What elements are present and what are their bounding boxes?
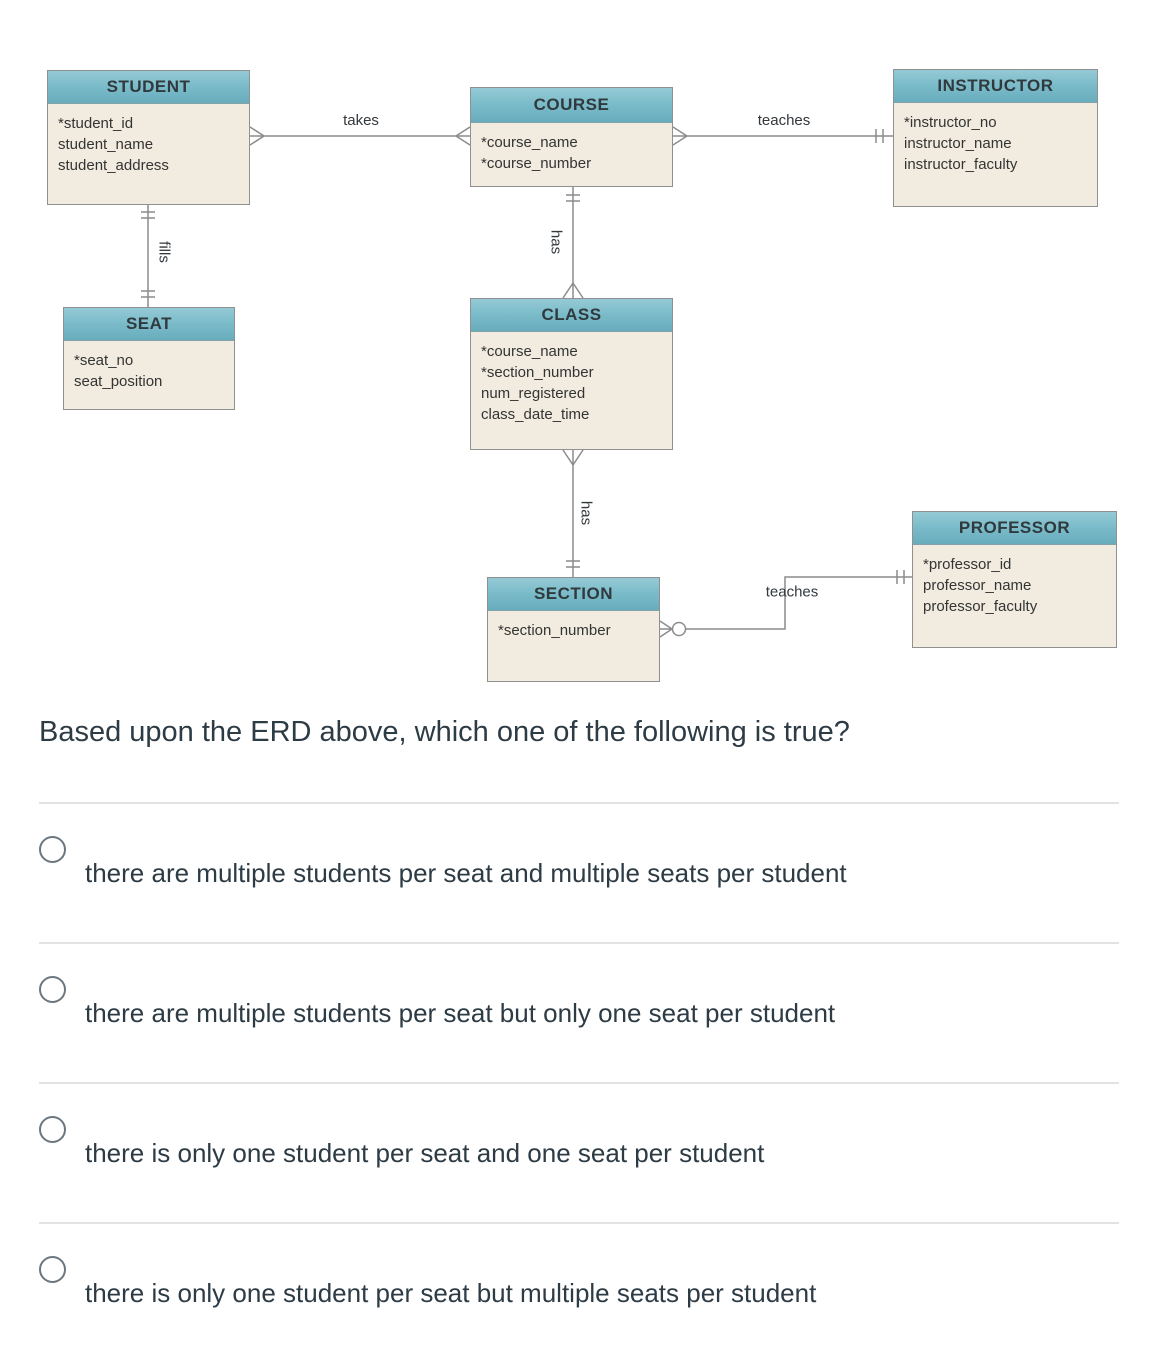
answer-option: there is only one student per seat but m… xyxy=(39,1222,1119,1362)
attribute: *section_number xyxy=(498,622,611,639)
relationship-label-teaches: teaches xyxy=(765,583,819,601)
attribute: seat_position xyxy=(74,373,163,390)
entity-course-title: COURSE xyxy=(471,88,672,123)
answer-options: there are multiple students per seat and… xyxy=(39,802,1119,1362)
entity-course: COURSE *course_name *course_number xyxy=(470,87,673,187)
answer-option-label[interactable]: there are multiple students per seat but… xyxy=(85,998,836,1028)
attribute: *instructor_no xyxy=(904,114,997,131)
radio-button[interactable] xyxy=(39,976,66,1003)
answer-option-label[interactable]: there are multiple students per seat and… xyxy=(85,858,847,888)
entity-student-title: STUDENT xyxy=(48,71,249,104)
attribute: student_name xyxy=(58,136,154,153)
radio-button[interactable] xyxy=(39,1256,66,1283)
answer-option: there are multiple students per seat and… xyxy=(39,802,1119,942)
answer-option: there is only one student per seat and o… xyxy=(39,1082,1119,1222)
question-block: Based upon the ERD above, which one of t… xyxy=(39,700,1119,1362)
attribute: class_date_time xyxy=(481,406,590,423)
attribute: *professor_id xyxy=(923,556,1012,573)
attribute: *course_name xyxy=(481,343,578,360)
relationship-student-course xyxy=(249,126,471,146)
relationship-course-instructor xyxy=(672,126,893,146)
entity-seat-title: SEAT xyxy=(64,308,234,341)
entity-section: SECTION *section_number xyxy=(487,577,660,682)
entity-class-title: CLASS xyxy=(471,299,672,332)
relationship-label-takes: takes xyxy=(343,112,379,129)
erd-connector-lines xyxy=(141,126,912,638)
radio-button[interactable] xyxy=(39,1116,66,1143)
relationship-label-teaches: teaches xyxy=(757,112,811,129)
relationship-label-has: has xyxy=(547,229,565,255)
attribute: professor_name xyxy=(923,577,1032,594)
relationship-class-section xyxy=(562,449,584,577)
answer-option-label[interactable]: there is only one student per seat but m… xyxy=(85,1278,817,1308)
radio-button[interactable] xyxy=(39,836,66,863)
erd-diagram: STUDENT *student_id student_name student… xyxy=(47,69,1117,682)
entity-seat: SEAT *seat_no seat_position xyxy=(63,307,235,410)
answer-option: there are multiple students per seat but… xyxy=(39,942,1119,1082)
attribute: instructor_name xyxy=(904,135,1012,152)
attribute: *seat_no xyxy=(74,352,134,369)
entity-instructor-title: INSTRUCTOR xyxy=(894,70,1097,103)
entity-professor: PROFESSOR *professor_id professor_name p… xyxy=(912,511,1117,648)
entity-class: CLASS *course_name *section_number num_r… xyxy=(470,298,673,450)
relationship-student-seat xyxy=(141,205,155,307)
relationship-course-class xyxy=(562,187,584,299)
attribute: instructor_faculty xyxy=(904,156,1018,173)
question-title: Based upon the ERD above, which one of t… xyxy=(39,716,850,748)
entity-section-title: SECTION xyxy=(488,578,659,611)
attribute: *course_name xyxy=(481,134,578,151)
entity-student: STUDENT *student_id student_name student… xyxy=(47,70,250,205)
relationship-label-fills: fills xyxy=(155,241,173,263)
entity-professor-title: PROFESSOR xyxy=(913,512,1116,545)
entity-instructor: INSTRUCTOR *instructor_no instructor_nam… xyxy=(893,69,1098,207)
attribute: professor_faculty xyxy=(923,598,1038,615)
relationship-label-has: has xyxy=(577,500,595,526)
attribute: student_address xyxy=(58,157,169,174)
attribute: *course_number xyxy=(481,155,592,172)
relationship-section-professor xyxy=(659,570,912,638)
attribute: num_registered xyxy=(481,385,586,402)
attribute: *student_id xyxy=(58,115,134,132)
answer-option-label[interactable]: there is only one student per seat and o… xyxy=(85,1138,765,1168)
attribute: *section_number xyxy=(481,364,594,381)
